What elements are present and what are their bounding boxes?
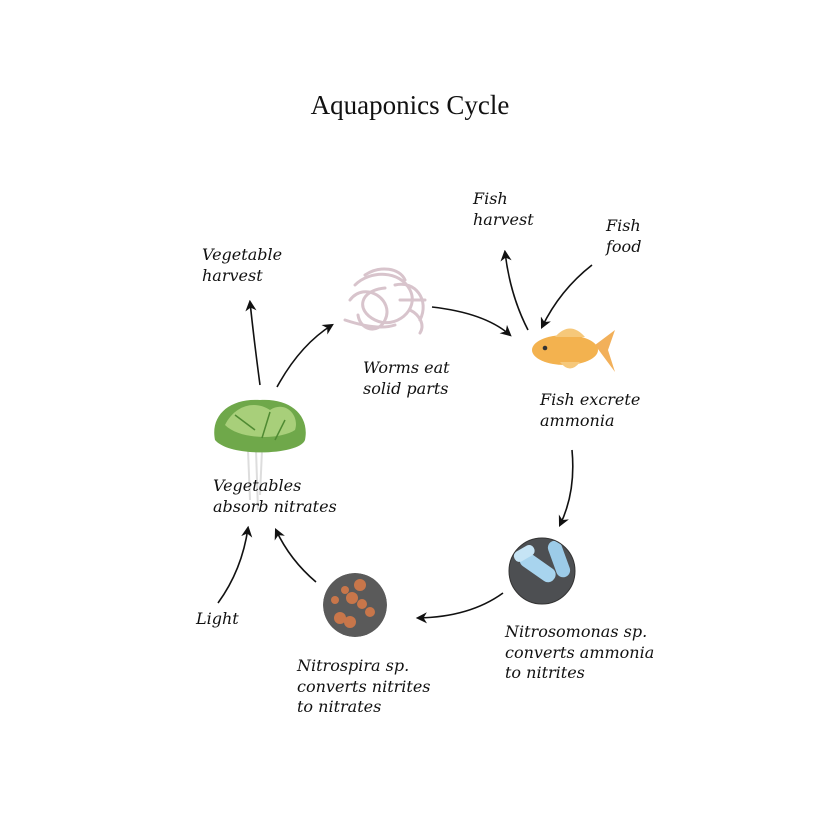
label-line: solid parts xyxy=(363,378,449,398)
label-light: Light xyxy=(196,609,239,630)
label-line: Nitrospira sp. xyxy=(297,656,410,675)
label-line: Vegetable xyxy=(202,245,283,264)
label-line: ammonia xyxy=(540,410,615,430)
label-line: harvest xyxy=(202,265,263,285)
arrow-nitrospira-to-vegetables xyxy=(274,527,317,583)
arrow-fish-food-to-fish xyxy=(540,264,593,330)
label-line: Fish xyxy=(473,189,508,208)
label-line: harvest xyxy=(473,209,534,229)
label-line: Worms eat xyxy=(363,358,450,377)
label-line: to nitrates xyxy=(297,697,382,716)
label-line: converts ammonia xyxy=(505,642,655,662)
arrow-light-to-vegetables xyxy=(217,525,253,604)
label-line: Light xyxy=(196,609,239,628)
label-nitrospira: Nitrospira sp. converts nitrites to nitr… xyxy=(297,656,431,718)
arrow-nitrosomonas-to-nitrospira xyxy=(415,592,504,624)
label-nitrosomonas: Nitrosomonas sp. converts ammonia to nit… xyxy=(505,622,654,684)
label-worms: Worms eat solid parts xyxy=(363,358,450,399)
arrow-vegetables-to-worms xyxy=(276,323,334,388)
label-vegetable-harvest: Vegetable harvest xyxy=(202,245,282,286)
goldfish-icon xyxy=(532,328,615,372)
arrow-to-vegetable-harvest xyxy=(245,299,261,386)
label-line: to nitrites xyxy=(505,663,585,682)
lettuce-icon xyxy=(214,399,306,511)
label-line: Fish xyxy=(606,216,641,235)
label-line: Nitrosomonas sp. xyxy=(505,622,648,641)
label-line: food xyxy=(606,236,642,256)
label-line: converts nitrites xyxy=(297,676,431,696)
label-line: Vegetables xyxy=(213,476,302,495)
label-vegetables: Vegetables absorb nitrates xyxy=(213,476,337,517)
label-line: absorb nitrates xyxy=(213,496,337,516)
arrow-fish-to-nitrosomonas xyxy=(558,449,574,528)
worms-icon xyxy=(343,267,427,335)
nitrospira-icon xyxy=(323,573,387,637)
label-line: Fish excrete xyxy=(540,390,641,409)
nitrosomonas-icon xyxy=(509,538,575,604)
label-fish-harvest: Fish harvest xyxy=(473,189,534,230)
arrow-worms-to-fish xyxy=(431,306,512,337)
arrow-to-fish-harvest xyxy=(500,249,529,331)
label-fish: Fish excrete ammonia xyxy=(540,390,640,431)
diagram-title: Aquaponics Cycle xyxy=(310,90,510,120)
label-fish-food: Fish food xyxy=(606,216,641,257)
